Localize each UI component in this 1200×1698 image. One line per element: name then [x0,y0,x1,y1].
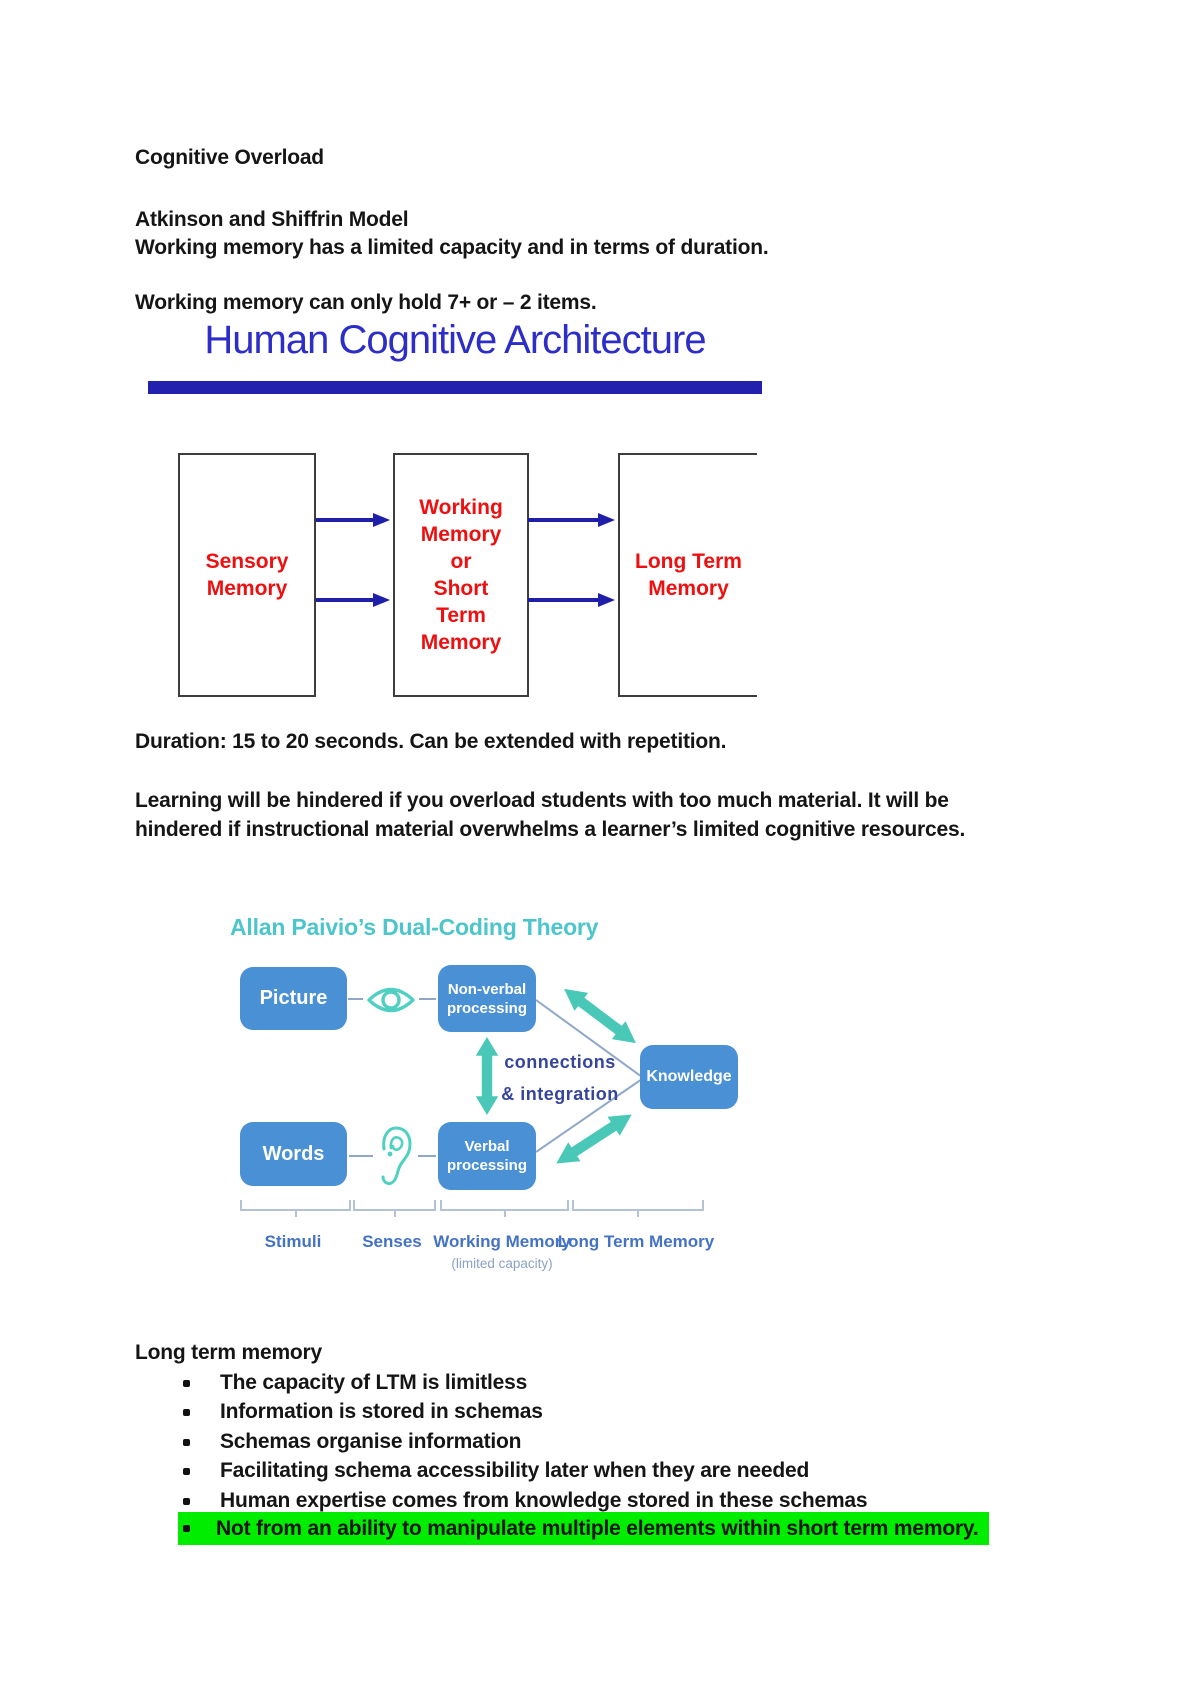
node-words-label: Words [262,1142,325,1165]
double-arrow-verbal-knowledge-icon [556,1114,632,1164]
arrow-working-to-longterm-top-icon [528,513,615,527]
ear-icon [381,1126,412,1186]
connector-eye-to-nonverbal [419,998,436,1000]
bullet-icon [183,1467,190,1475]
label-long-term-memory: Long Term Memory [557,1232,715,1251]
bullet-icon [183,1497,190,1505]
node-verbal-processing: Verbal processing [438,1122,536,1190]
bracket-working-memory [440,1200,569,1217]
duration-note: Duration: 15 to 20 seconds. Can be exten… [135,730,727,753]
bullet-icon [183,1525,190,1532]
bullet-icon [183,1408,190,1416]
slide-title-human-cognitive-architecture: Human Cognitive Architecture [204,318,706,362]
bracket-senses [353,1200,436,1217]
label-working-memory: Working Memory [433,1232,571,1251]
box-long-term-memory: Long Term Memory [618,453,757,697]
double-arrow-nonverbal-verbal-icon [475,1037,499,1115]
node-picture-label: Picture [259,987,328,1009]
node-knowledge: Knowledge [640,1045,738,1109]
bullet-text: The capacity of LTM is limitless [220,1371,528,1394]
learning-paragraph-line2: hindered if instructional material overw… [135,818,966,841]
double-arrow-nonverbal-knowledge-icon [564,988,636,1044]
integration-label: & integration [501,1084,619,1104]
working-memory-capacity-line: Working memory has a limited capacity an… [135,236,769,259]
box-sensory-memory-label: Sensory Memory [205,550,289,600]
label-stimuli: Stimuli [264,1232,322,1251]
list-item: The capacity of LTM is limitless [183,1371,527,1395]
label-senses: Senses [362,1232,422,1251]
connections-label: connections [504,1052,616,1072]
bullet-text-highlighted: Not from an ability to manipulate multip… [216,1516,979,1540]
bullet-icon [183,1379,190,1387]
node-verbal-label: Verbal processing [446,1138,528,1174]
node-nonverbal-processing: Non-verbal processing [438,965,536,1032]
page-title: Cognitive Overload [135,146,324,169]
list-item-highlighted: Not from an ability to manipulate multip… [178,1512,989,1545]
bracket-long-term-memory [572,1200,704,1217]
atkinson-model-heading: Atkinson and Shiffrin Model [135,208,409,231]
seven-items-line: Working memory can only hold 7+ or – 2 i… [135,291,597,314]
node-words: Words [240,1122,347,1186]
list-item: Information is stored in schemas [183,1400,543,1424]
connector-picture-to-eye [348,998,363,1000]
arrow-sensory-to-working-bottom-icon [316,593,390,607]
dual-coding-title: Allan Paivio’s Dual-Coding Theory [230,914,599,940]
bracket-stimuli [240,1200,351,1217]
connector-ear-to-verbal [418,1155,436,1157]
eye-icon [367,987,415,1013]
connector-words-to-ear [349,1155,373,1157]
box-sensory-memory: Sensory Memory [178,453,316,697]
node-picture: Picture [240,967,347,1030]
arrow-sensory-to-working-top-icon [316,513,390,527]
box-working-memory-label: Working Memory or Short Term Memory [419,496,503,654]
ltm-heading: Long term memory [135,1341,322,1364]
box-long-term-memory-label: Long Term Memory [635,550,742,600]
bullet-text: Information is stored in schemas [220,1400,543,1423]
learning-paragraph-line1: Learning will be hindered if you overloa… [135,789,949,812]
node-nonverbal-label: Non-verbal processing [446,980,528,1017]
knowledge-connector-lines [535,999,643,1153]
bullet-text: Schemas organise information [220,1430,522,1453]
node-knowledge-label: Knowledge [646,1068,732,1085]
label-working-memory-sub: (limited capacity) [451,1256,553,1271]
list-item: Schemas organise information [183,1430,522,1454]
bullet-text: Facilitating schema accessibility later … [220,1459,810,1482]
list-item: Facilitating schema accessibility later … [183,1459,809,1483]
arrow-working-to-longterm-bottom-icon [528,593,615,607]
title-underline-bar [148,381,762,394]
list-item: Human expertise comes from knowledge sto… [183,1489,868,1513]
box-working-memory: Working Memory or Short Term Memory [393,453,529,697]
bullet-icon [183,1438,190,1446]
bullet-text: Human expertise comes from knowledge sto… [220,1489,868,1512]
